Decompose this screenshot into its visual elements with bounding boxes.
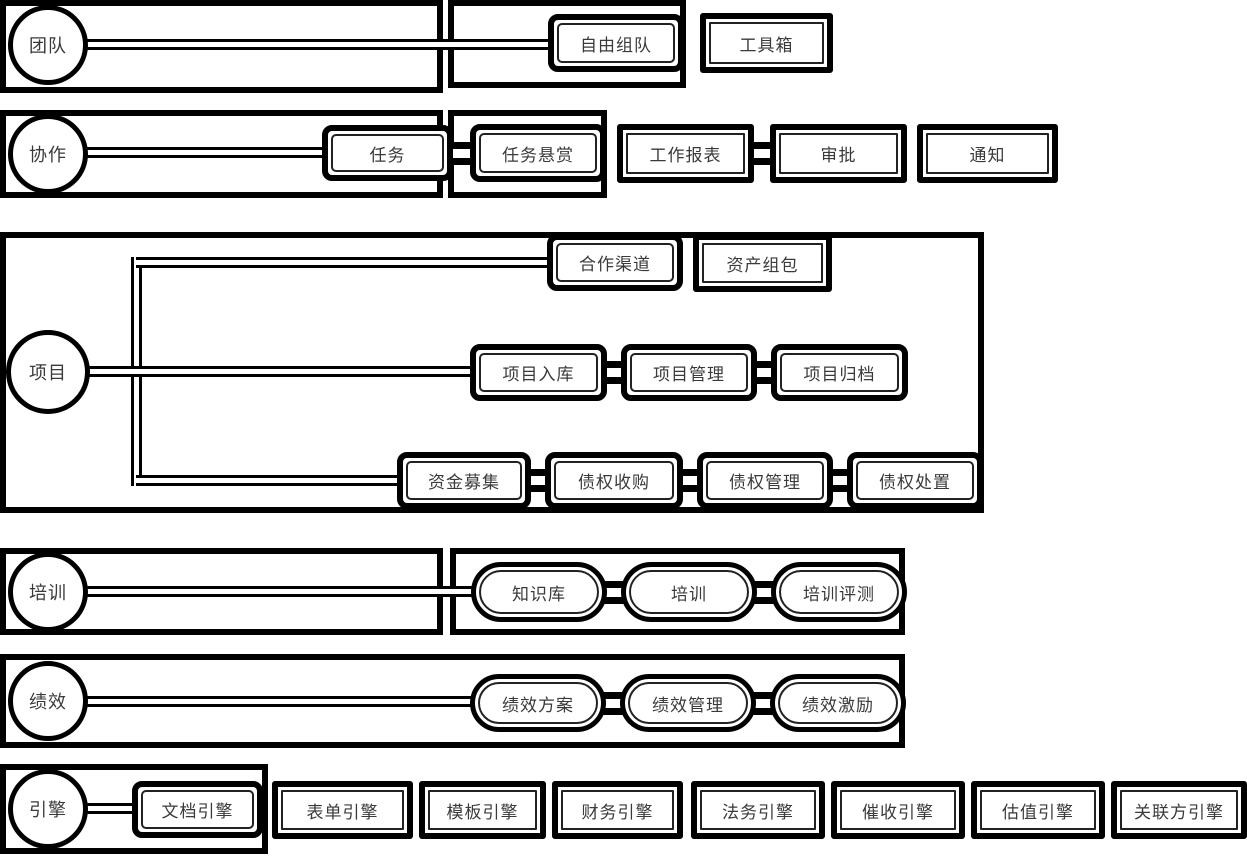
node-template-engine-label: 模板引擎: [428, 790, 537, 830]
node-finance-engine-label: 财务引擎: [561, 790, 674, 830]
node-debt-acquisition-label: 债权收购: [554, 461, 674, 500]
node-knowledge-base-label: 知识库: [479, 570, 599, 614]
node-approval[interactable]: 审批: [770, 124, 907, 183]
node-finance-engine[interactable]: 财务引擎: [552, 781, 683, 839]
node-project-intake[interactable]: 项目入库: [470, 344, 607, 401]
node-task-label: 任务: [331, 134, 444, 172]
node-training-evaluation-label: 培训评测: [779, 570, 899, 614]
connector-engine-document-engine: [84, 803, 140, 814]
node-project-archive-label: 项目归档: [780, 353, 899, 392]
node-project-intake-label: 项目入库: [479, 353, 598, 392]
connector-fundraising-acquisition: [527, 469, 549, 492]
node-training-course[interactable]: 培训: [621, 562, 757, 622]
node-collection-engine[interactable]: 催收引擎: [831, 781, 965, 839]
node-legal-engine[interactable]: 法务引擎: [691, 781, 825, 839]
team-circle-node[interactable]: 团队: [8, 5, 88, 85]
node-notification-label: 通知: [926, 133, 1049, 174]
node-performance-plan[interactable]: 绩效方案: [470, 674, 606, 732]
node-notification[interactable]: 通知: [917, 124, 1058, 183]
connector-training-evaluation: [753, 581, 775, 604]
node-free-team-label: 自由组队: [557, 23, 675, 63]
connector-management-archive: [753, 361, 775, 384]
connector-project-top-branch: [136, 257, 556, 268]
connector-work-report-approval: [750, 142, 774, 165]
node-asset-package-label: 资产组包: [702, 243, 823, 283]
connector-task-task-bounty: [449, 142, 475, 165]
node-document-engine-label: 文档引擎: [141, 790, 254, 829]
node-performance-management[interactable]: 绩效管理: [620, 674, 756, 732]
node-cooperation-channel-label: 合作渠道: [556, 243, 674, 282]
connector-debt-management-disposal: [829, 469, 851, 492]
node-document-engine[interactable]: 文档引擎: [132, 781, 263, 838]
node-knowledge-base[interactable]: 知识库: [471, 562, 607, 622]
performance-circle-node[interactable]: 绩效: [8, 661, 88, 741]
node-form-engine[interactable]: 表单引擎: [272, 781, 413, 839]
connector-intake-management: [603, 361, 625, 384]
node-debt-disposal-label: 债权处置: [856, 461, 974, 500]
node-debt-disposal[interactable]: 债权处置: [847, 452, 983, 509]
node-collection-engine-label: 催收引擎: [840, 790, 956, 830]
connector-training-knowledge-base: [84, 586, 484, 597]
connector-performance-plan: [84, 696, 479, 707]
node-performance-plan-label: 绩效方案: [478, 682, 598, 724]
node-valuation-engine[interactable]: 估值引擎: [971, 781, 1105, 839]
node-training-evaluation[interactable]: 培训评测: [771, 562, 907, 622]
node-work-report[interactable]: 工作报表: [617, 124, 754, 183]
connector-project-middle-branch: [88, 366, 478, 377]
node-task-bounty-label: 任务悬赏: [479, 133, 597, 173]
node-performance-management-label: 绩效管理: [628, 682, 748, 724]
node-debt-acquisition[interactable]: 债权收购: [545, 452, 683, 509]
connector-acquisition-debt-management: [679, 469, 701, 492]
connector-management-incentive: [752, 692, 774, 715]
node-debt-management-label: 债权管理: [706, 461, 824, 500]
node-related-party-engine[interactable]: 关联方引擎: [1111, 781, 1247, 839]
node-performance-incentive-label: 绩效激励: [778, 682, 898, 724]
node-project-management[interactable]: 项目管理: [621, 344, 757, 401]
node-performance-incentive[interactable]: 绩效激励: [770, 674, 906, 732]
node-work-report-label: 工作报表: [626, 133, 745, 174]
node-toolbox[interactable]: 工具箱: [700, 13, 833, 73]
connector-knowledge-base-training: [603, 581, 625, 604]
node-cooperation-channel[interactable]: 合作渠道: [547, 234, 683, 291]
training-circle-node[interactable]: 培训: [8, 552, 88, 632]
project-circle-node[interactable]: 项目: [6, 330, 90, 414]
node-task[interactable]: 任务: [322, 125, 453, 181]
node-form-engine-label: 表单引擎: [281, 790, 404, 830]
node-free-team[interactable]: 自由组队: [548, 14, 684, 72]
node-valuation-engine-label: 估值引擎: [980, 790, 1096, 830]
node-task-bounty[interactable]: 任务悬赏: [470, 124, 606, 182]
node-debt-management[interactable]: 债权管理: [697, 452, 833, 509]
node-training-course-label: 培训: [629, 570, 749, 614]
node-project-archive[interactable]: 项目归档: [771, 344, 908, 401]
node-legal-engine-label: 法务引擎: [700, 790, 816, 830]
connector-collaboration-task: [84, 147, 326, 158]
node-fundraising-label: 资金募集: [406, 461, 522, 500]
engine-circle-node[interactable]: 引擎: [8, 769, 88, 849]
node-asset-package[interactable]: 资产组包: [693, 234, 832, 292]
node-toolbox-label: 工具箱: [709, 22, 824, 64]
node-approval-label: 审批: [779, 133, 898, 174]
node-template-engine[interactable]: 模板引擎: [419, 781, 546, 839]
connector-team-free-team: [84, 39, 554, 50]
node-fundraising[interactable]: 资金募集: [397, 452, 531, 509]
connector-plan-performance-management: [602, 692, 624, 715]
connector-project-bottom-branch: [136, 475, 404, 486]
node-related-party-engine-label: 关联方引擎: [1120, 790, 1238, 830]
collaboration-circle-node[interactable]: 协作: [8, 114, 88, 194]
node-project-management-label: 项目管理: [630, 353, 748, 392]
